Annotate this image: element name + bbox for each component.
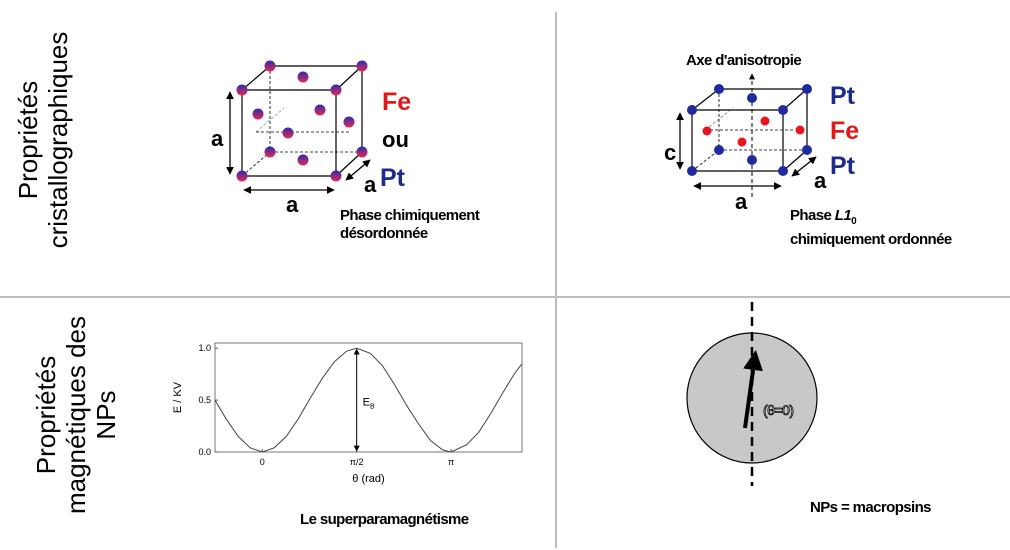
pt-atoms — [687, 84, 812, 176]
macrospin-diagram — [686, 302, 818, 486]
superpara-caption: Le superparamagnétisme — [300, 511, 469, 528]
x-tick-label: π — [448, 457, 454, 467]
ordered-fe-label: Fe — [830, 117, 860, 145]
ordered-depth-label: a — [814, 168, 827, 193]
y-axis-title: E / KV — [172, 381, 184, 413]
disordered-unit-cell — [226, 60, 371, 194]
macrospin-caption: NPs = macropsins — [810, 499, 931, 516]
energy-curve — [214, 347, 523, 453]
hidden-edges — [241, 66, 362, 177]
row-label-crystallographic: Propriétés cristallographiques — [13, 31, 73, 249]
ordered-cell-edges — [691, 88, 808, 172]
depth-arrow — [345, 159, 371, 181]
disordered-side-label: a — [211, 126, 224, 151]
vertical-divider — [555, 12, 557, 548]
atoms — [236, 60, 368, 182]
disordered-depth-label: a — [364, 172, 377, 197]
y-tick-label: 0.0 — [198, 447, 211, 457]
x-tick-label: 0 — [260, 457, 265, 467]
x-axis-title: θ (rad) — [352, 473, 384, 485]
ordered-side-label: c — [664, 140, 677, 165]
element-pt-label: Pt — [380, 164, 405, 192]
disordered-caption: Phase chimiquement désordonnée — [340, 207, 480, 242]
ordered-pt-top-label: Pt — [830, 82, 855, 110]
element-fe-label: Fe — [382, 88, 412, 116]
theta-label: (θ=0) — [763, 402, 795, 419]
disordered-bottom-label: a — [286, 192, 299, 217]
y-tick-label: 0.5 — [198, 395, 211, 405]
ordered-unit-cell — [676, 73, 817, 200]
macrospin-arrow — [743, 350, 763, 429]
plot-frame — [214, 342, 523, 453]
fe-atoms — [702, 116, 805, 147]
ordered-caption: Phase L10 chimiquement ordonnée — [790, 207, 952, 248]
ordered-pt-bottom-label: Pt — [830, 152, 855, 180]
horizontal-divider — [0, 296, 1010, 298]
anisotropy-axis-label: Axe d'anisotropie — [686, 52, 802, 69]
y-tick-label: 1.0 — [198, 343, 211, 353]
energy-barrier-label: EB — [363, 396, 375, 410]
energy-chart: 0 π/2 π 0.0 0.5 1.0 EB θ (rad) E / KV — [172, 342, 523, 485]
element-or-label: ou — [382, 127, 409, 152]
x-tick-label: π/2 — [350, 457, 364, 467]
row-label-magnetic: Propriétés magnétiques des NPs — [31, 315, 121, 515]
ordered-bottom-label: a — [735, 189, 748, 214]
